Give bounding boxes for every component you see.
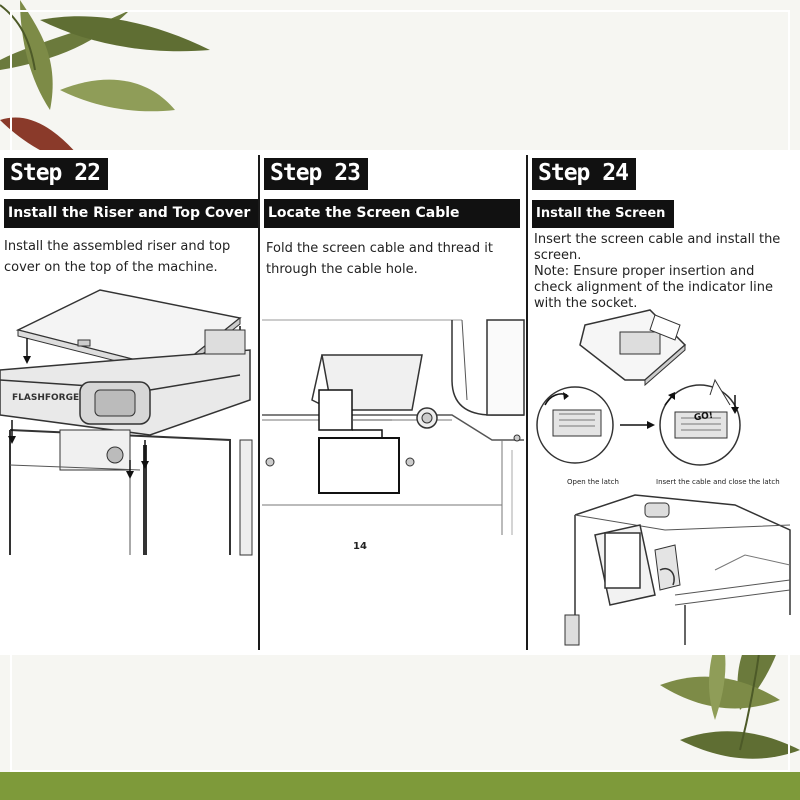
brand-label: FLASHFORGE — [12, 393, 80, 403]
leaf-decoration-top-left-icon — [0, 0, 210, 170]
step-23-text: Fold the screen cable and thread it thro… — [266, 241, 493, 277]
step-22-heading: Install the Riser and Top Cover — [4, 199, 258, 228]
column-divider-1 — [258, 155, 260, 650]
step-24-note: Note: Ensure proper insertion and check … — [534, 264, 773, 311]
step-23-title: Step 23 — [264, 158, 368, 190]
riser-top-cover-illustration — [0, 289, 253, 556]
label-insert-close-latch: Insert the cable and close the latch — [656, 478, 780, 486]
step-22-text: Install the assembled riser and top cove… — [4, 239, 231, 275]
column-divider-2 — [526, 155, 528, 650]
screen-install-illustration — [564, 494, 791, 646]
screen-cable-illustration — [262, 319, 525, 535]
step-24-title: Step 24 — [532, 158, 636, 190]
step-22-title: Step 22 — [4, 158, 108, 190]
label-open-latch: Open the latch — [567, 478, 619, 486]
step-24-heading: Install the Screen — [532, 200, 674, 228]
step-24-text: Insert the screen cable and install the … — [534, 232, 781, 263]
page-number: 14 — [353, 541, 367, 552]
step-23-heading: Locate the Screen Cable — [264, 199, 520, 228]
screen-socket-illustration — [536, 309, 741, 466]
